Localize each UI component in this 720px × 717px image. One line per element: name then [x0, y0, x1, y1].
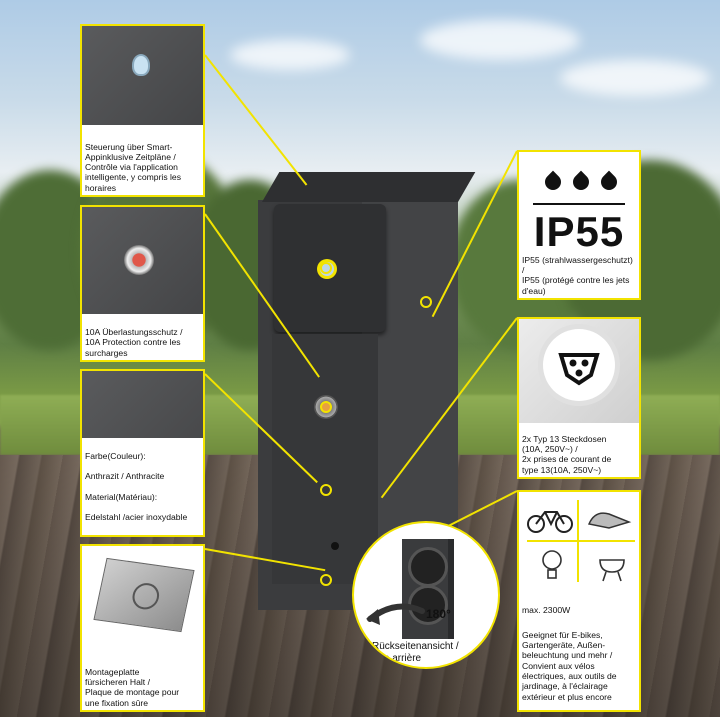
callout-dot: [320, 401, 332, 413]
caption-material-label: Material(Matériau):: [85, 491, 158, 502]
caption-material-value: Edelstahl /acier inoxydable: [85, 512, 188, 523]
led-icon: [134, 56, 148, 74]
caption-app-control: Steuerung über Smart- Appinklusive Zeitp…: [82, 139, 203, 195]
rotate-arrow-icon: [366, 603, 425, 625]
ebike-icon: [527, 511, 573, 533]
reset-button-icon: [124, 245, 154, 275]
mounting-plate-icon: [93, 557, 195, 633]
caption-power-title: max. 2300W: [522, 605, 571, 616]
water-drop-icon: [569, 170, 593, 194]
callout-power: max. 2300W Geeignet für E-bikes, Garteng…: [517, 490, 641, 712]
rear-view-label: Rückseitenansicht / Vue arrière: [372, 641, 459, 664]
caption-color-value: Anthrazit / Anthracite: [85, 471, 165, 482]
caption-ip55: IP55 (strahlwassergeschutzt) / IP55 (pro…: [519, 252, 639, 298]
callout-sockets: 2x Typ 13 Steckdosen (10A, 250V~) / 2x p…: [517, 317, 641, 479]
caption-sockets: 2x Typ 13 Steckdosen (10A, 250V~) / 2x p…: [519, 431, 639, 477]
callout-material: Farbe(Couleur): Anthrazit / Anthracite M…: [80, 369, 205, 537]
rotation-angle-label: 180°: [426, 607, 451, 621]
rear-view-inset: 180° Rückseitenansicht / Vue arrière: [352, 521, 500, 669]
ip-rating-badge: IP55: [533, 208, 625, 255]
callout-overload: 10A Überlastungsschutz / 10A Protection …: [80, 205, 205, 362]
water-drop-icon: [597, 170, 621, 194]
caption-power-text: Geeignet für E-bikes, Gartengeräte, Auße…: [522, 629, 617, 702]
callout-mounting: Montageplatte fürsicheren Halt / Plaque …: [80, 544, 205, 712]
callout-app-control: Steuerung über Smart- Appinklusive Zeitp…: [80, 24, 205, 197]
socket-type13-icon: [543, 329, 615, 401]
callout-ip55: IP55 IP55 (strahlwassergeschutzt) / IP55…: [517, 150, 641, 300]
front-panel: [272, 334, 378, 584]
cable-port-icon: [331, 542, 339, 550]
lightbulb-icon: [542, 550, 562, 579]
grill-icon: [599, 559, 625, 582]
caption-color-label: Farbe(Couleur):: [85, 450, 146, 461]
callout-dot: [320, 262, 332, 274]
callout-dot: [320, 484, 332, 496]
callout-dot: [320, 574, 332, 586]
callout-dot: [420, 296, 432, 308]
garden-tool-icon: [587, 512, 632, 529]
caption-mounting: Montageplatte fürsicheren Halt / Plaque …: [82, 664, 203, 710]
rear-bollard: [402, 539, 448, 639]
caption-overload: 10A Überlastungsschutz / 10A Protection …: [82, 325, 203, 360]
rear-socket-icon: [408, 547, 448, 587]
water-drop-icon: [541, 170, 565, 194]
rear-socket-icon: [408, 585, 448, 625]
